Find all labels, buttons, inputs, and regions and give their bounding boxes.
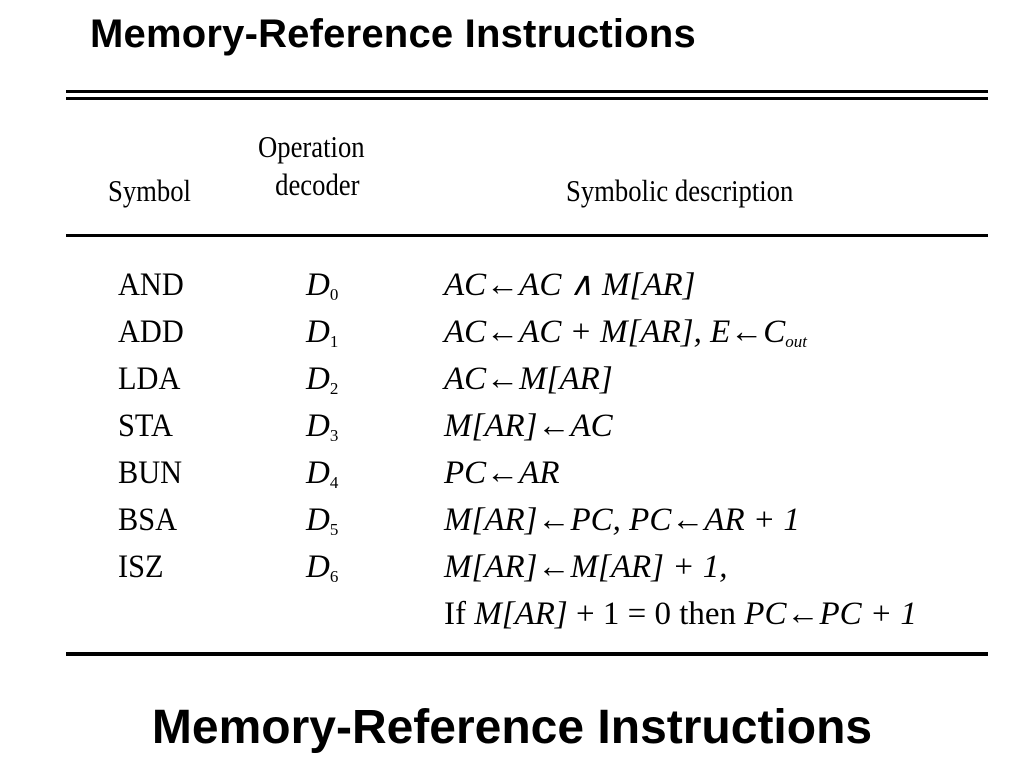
table-top-rule-second: [66, 97, 988, 100]
header-operation-decoder-line1: Operation: [258, 129, 365, 164]
row-decoder: D1: [306, 314, 339, 351]
row-decoder: D5: [306, 502, 339, 539]
row-symbol: ADD: [118, 314, 184, 350]
row-description: AC←AC + M[AR], E←Cout: [444, 314, 807, 351]
row-description: M[AR]←PC, PC←AR + 1: [444, 502, 800, 538]
page-title: Memory-Reference Instructions: [90, 12, 696, 56]
row-description: AC←M[AR]: [444, 361, 613, 397]
table-row: BUN D4 PC←AR: [0, 450, 1024, 497]
table-body: AND D0 AC←AC ∧ M[AR] ADD D1 AC←AC + M[AR…: [0, 262, 1024, 638]
table-row: AND D0 AC←AC ∧ M[AR]: [0, 262, 1024, 309]
row-description: M[AR]←M[AR] + 1,: [444, 549, 728, 585]
row-decoder: D3: [306, 408, 339, 445]
caption-title: Memory-Reference Instructions: [151, 701, 873, 754]
header-operation-decoder: Operation decoder: [258, 128, 365, 204]
table-bottom-rule: [66, 652, 988, 656]
row-decoder: D6: [306, 549, 339, 586]
row-decoder: D0: [306, 267, 339, 304]
table-header-rule: [66, 234, 988, 237]
header-symbolic-description: Symbolic description: [566, 173, 794, 208]
row-symbol: AND: [118, 267, 184, 303]
row-description: M[AR]←AC: [444, 408, 613, 444]
table-top-rule: [66, 90, 988, 93]
row-decoder: D2: [306, 361, 339, 398]
table-row: LDA D2 AC←M[AR]: [0, 356, 1024, 403]
table-row: ADD D1 AC←AC + M[AR], E←Cout: [0, 309, 1024, 356]
header-operation-decoder-line2: decoder: [275, 167, 360, 202]
row-symbol: BUN: [118, 455, 183, 491]
row-description: AC←AC ∧ M[AR]: [444, 267, 696, 303]
header-symbol: Symbol: [108, 173, 191, 208]
table-row: ISZ D6 M[AR]←M[AR] + 1,: [0, 544, 1024, 591]
row-description-continuation: If M[AR] + 1 = 0 then PC←PC + 1: [444, 596, 917, 632]
row-symbol: LDA: [118, 361, 181, 397]
row-description: PC←AR: [444, 455, 560, 491]
table-row: BSA D5 M[AR]←PC, PC←AR + 1: [0, 497, 1024, 544]
row-decoder: D4: [306, 455, 339, 492]
row-symbol: STA: [118, 408, 173, 444]
row-symbol: ISZ: [118, 549, 164, 585]
table-row-continuation: If M[AR] + 1 = 0 then PC←PC + 1: [0, 591, 1024, 638]
table-row: STA D3 M[AR]←AC: [0, 403, 1024, 450]
row-symbol: BSA: [118, 502, 178, 538]
